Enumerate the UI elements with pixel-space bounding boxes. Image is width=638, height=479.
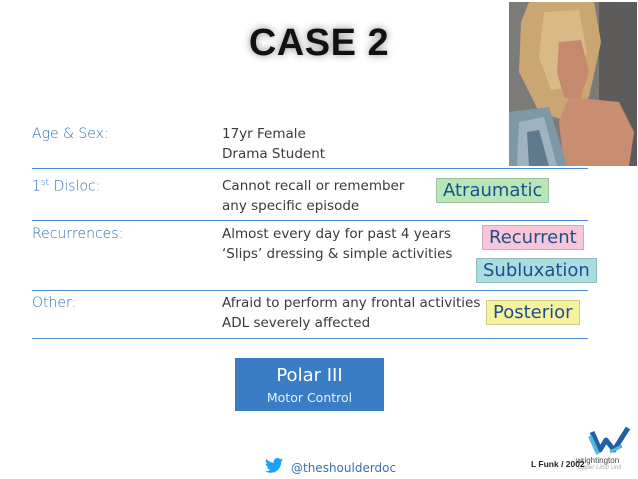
row-value-line: any specific episode <box>222 198 360 214</box>
row-value-line: Afraid to perform any frontal activities <box>222 295 481 311</box>
twitter-footer: @theshoulderdoc <box>265 458 396 477</box>
row-value-line: Almost every day for past 4 years <box>222 226 451 242</box>
patient-photo <box>509 2 637 166</box>
polar-subtitle: Motor Control <box>266 390 353 405</box>
author-credit: L Funk / 2002 <box>531 459 585 469</box>
polar-title: Polar III <box>276 365 343 386</box>
info-row-other: Other: Afraid to perform any frontal act… <box>32 295 588 339</box>
label-text: Disloc: <box>49 178 101 195</box>
row-value: Cannot recall or remember any specific e… <box>222 176 404 216</box>
tag-posterior: Posterior <box>486 300 580 325</box>
row-value: Almost every day for past 4 years ‘Slips… <box>222 224 452 264</box>
row-value: Afraid to perform any frontal activities… <box>222 293 480 333</box>
info-row-first-dislocation: 1st Disloc: Cannot recall or remember an… <box>32 178 588 221</box>
row-value-line: ADL severely affected <box>222 315 371 331</box>
logo-name: wrightington <box>576 456 620 465</box>
tag-subluxation: Subluxation <box>476 258 597 283</box>
row-value-line: Cannot recall or remember <box>222 178 405 194</box>
polar-classification-box: Polar III Motor Control <box>235 358 384 411</box>
twitter-handle: @theshoulderdoc <box>291 460 397 475</box>
row-label: Recurrences: <box>32 226 124 242</box>
label-superscript: st <box>40 178 50 188</box>
row-value-line: 17yr Female <box>222 126 306 142</box>
row-value-line: Drama Student <box>222 146 326 162</box>
tag-recurrent: Recurrent <box>482 225 584 250</box>
row-label: 1st Disloc: <box>32 178 100 195</box>
info-row-age-sex: Age & Sex: 17yr Female Drama Student <box>32 126 588 169</box>
row-label: Age & Sex: <box>32 126 109 142</box>
row-label: Other: <box>32 295 77 311</box>
row-value: 17yr Female Drama Student <box>222 124 325 164</box>
info-row-recurrences: Recurrences: Almost every day for past 4… <box>32 226 588 291</box>
tag-atraumatic: Atraumatic <box>436 178 550 203</box>
logo-subtitle: Upper Limb Unit <box>578 465 622 471</box>
twitter-bird-icon <box>265 458 283 477</box>
wrightington-logo-icon <box>570 426 634 474</box>
row-value-line: ‘Slips’ dressing & simple activities <box>222 246 453 262</box>
slide-title: CASE 2 <box>248 22 390 64</box>
label-number: 1 <box>32 178 41 195</box>
